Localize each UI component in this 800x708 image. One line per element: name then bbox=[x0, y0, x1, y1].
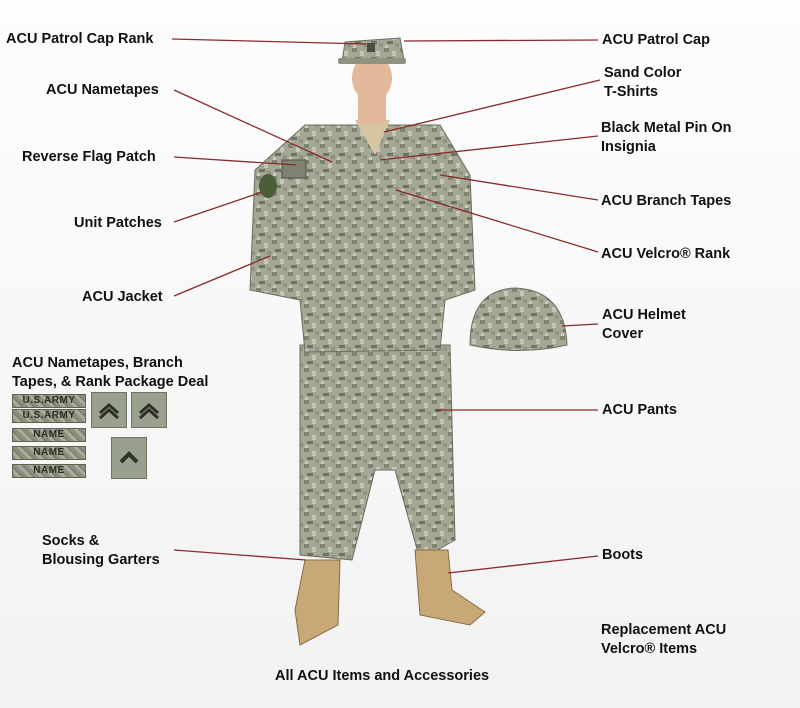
label-boots: Boots bbox=[602, 547, 644, 563]
label-line: ACU Nametapes, Branch bbox=[12, 355, 183, 371]
name-tape: NAME bbox=[12, 446, 86, 460]
label-line: Blousing Garters bbox=[42, 552, 160, 568]
label-line: Socks & bbox=[42, 533, 100, 549]
label-line: Tapes, & Rank Package Deal bbox=[12, 374, 209, 390]
label-black-pin: Black Metal Pin On Insignia bbox=[601, 119, 732, 157]
label-helmet-cover: ACU Helmet Cover bbox=[602, 306, 686, 344]
branch-tape: U.S.ARMY bbox=[12, 409, 86, 423]
label-line: ACU Helmet bbox=[602, 307, 686, 323]
branch-tape: U.S.ARMY bbox=[12, 394, 86, 408]
label-sand-tshirts: Sand Color T-Shirts bbox=[604, 64, 681, 102]
label-line: Sand Color bbox=[604, 65, 682, 81]
chevron-icon bbox=[119, 451, 139, 464]
label-replacement: Replacement ACU Velcro® Items bbox=[601, 621, 726, 659]
label-line: Velcro® Items bbox=[601, 641, 698, 657]
name-tape: NAME bbox=[12, 464, 86, 478]
label-patrol-cap-rank: ACU Patrol Cap Rank bbox=[6, 31, 154, 47]
label-unit-patches: Unit Patches bbox=[74, 215, 162, 231]
chevron-icon bbox=[99, 402, 119, 420]
chevron-icon bbox=[139, 402, 159, 420]
label-pants: ACU Pants bbox=[602, 402, 677, 418]
footer-caption: All ACU Items and Accessories bbox=[275, 668, 490, 684]
label-flag-patch: Reverse Flag Patch bbox=[22, 149, 156, 165]
label-line: Insignia bbox=[601, 139, 656, 155]
name-tape: NAME bbox=[12, 428, 86, 442]
label-socks: Socks & Blousing Garters bbox=[42, 532, 160, 570]
label-patrol-cap: ACU Patrol Cap bbox=[602, 32, 710, 48]
label-line: Cover bbox=[602, 326, 644, 342]
label-branch-tapes: ACU Branch Tapes bbox=[601, 193, 732, 209]
label-jacket: ACU Jacket bbox=[82, 289, 163, 305]
label-nametapes: ACU Nametapes bbox=[46, 82, 159, 98]
sergeant-rank-patch bbox=[91, 392, 127, 428]
label-velcro-rank: ACU Velcro® Rank bbox=[601, 246, 731, 262]
label-line: Black Metal Pin On bbox=[601, 120, 732, 136]
sergeant-rank-patch bbox=[131, 392, 167, 428]
label-line: Replacement ACU bbox=[601, 622, 727, 638]
rank-patch bbox=[111, 437, 147, 479]
label-line: T-Shirts bbox=[604, 84, 658, 100]
label-package-deal: ACU Nametapes, Branch Tapes, & Rank Pack… bbox=[12, 354, 208, 392]
